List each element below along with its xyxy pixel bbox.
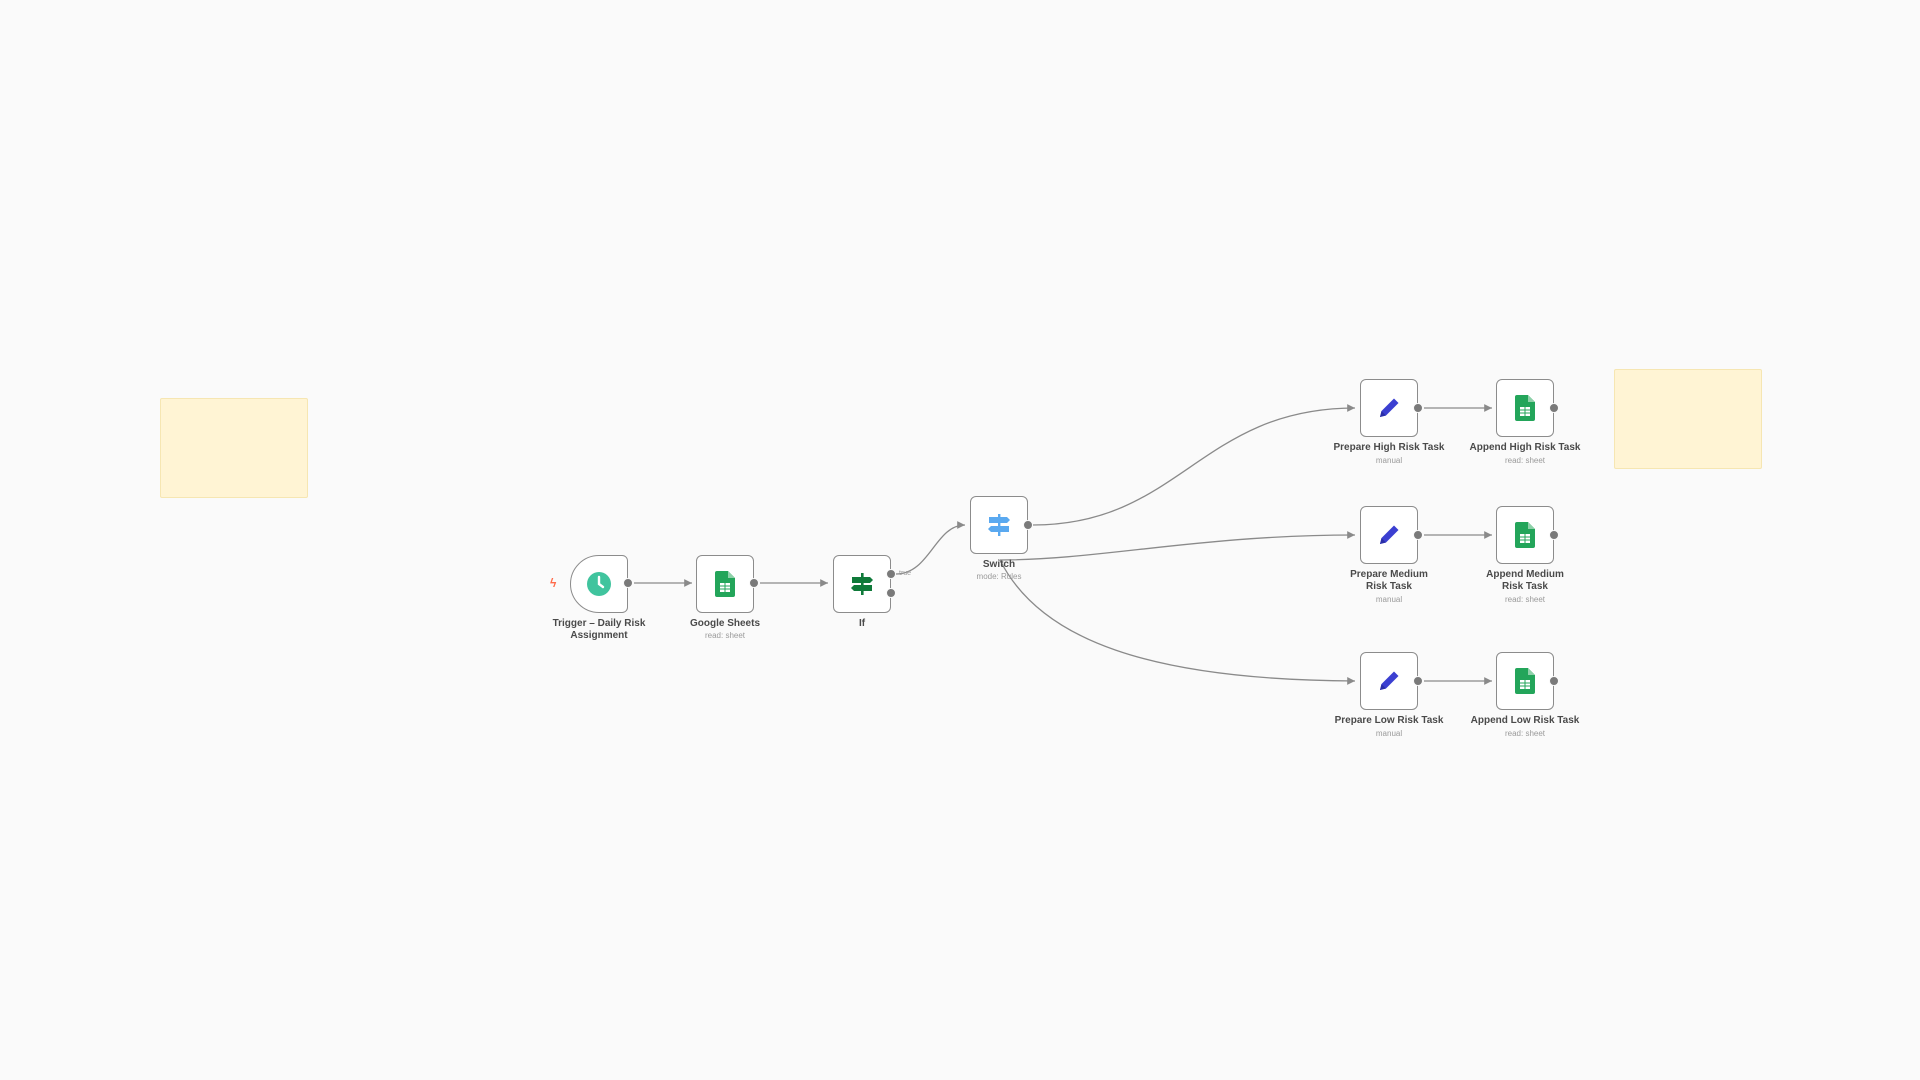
pencil-icon — [1374, 666, 1404, 696]
node-trigger-label: Trigger – Daily Risk Assignment — [552, 618, 646, 641]
node-prepare-low-risk-task[interactable] — [1360, 652, 1418, 710]
edge-switch-to-prepare-medium[interactable] — [999, 531, 1356, 561]
append-low-output-handle[interactable] — [1549, 676, 1559, 686]
node-google-sheets-label: Google Sheets — [689, 618, 760, 629]
if-true-port-label: true — [899, 570, 912, 577]
prepare-low-output-handle[interactable] — [1413, 676, 1423, 686]
prepare-medium-output-handle[interactable] — [1413, 530, 1423, 540]
node-append-low-label: Append Low Risk Task — [1470, 715, 1580, 726]
trigger-bolt-icon: ϟ — [550, 576, 557, 590]
node-if[interactable] — [833, 555, 891, 613]
node-switch-subtitle: mode: Rules — [976, 572, 1022, 581]
node-prepare-medium-subtitle: manual — [1375, 595, 1403, 604]
node-prepare-high-subtitle: manual — [1375, 456, 1403, 465]
node-if-label: If — [858, 618, 866, 629]
signpost-icon — [847, 569, 877, 599]
node-google-sheets[interactable] — [696, 555, 754, 613]
switch-output-handle[interactable] — [1023, 520, 1033, 530]
node-append-medium-label: Append Medium Risk Task — [1486, 569, 1564, 592]
pencil-icon — [1374, 393, 1404, 423]
node-google-sheets-subtitle: read: sheet — [704, 631, 746, 640]
if-true-output-handle[interactable] — [886, 569, 896, 579]
sticky-note-right[interactable] — [1614, 369, 1762, 469]
google-sheets-icon — [1510, 393, 1540, 423]
node-append-high-label: Append High Risk Task — [1469, 442, 1581, 453]
google-sheets-icon — [1510, 666, 1540, 696]
edge-switch-to-prepare-high[interactable] — [1032, 404, 1356, 526]
edge-if-to-switch[interactable] — [895, 521, 966, 575]
edge-switch-to-prepare-low[interactable] — [999, 559, 1356, 685]
switch-icon — [984, 510, 1014, 540]
pencil-icon — [1374, 520, 1404, 550]
node-switch[interactable] — [970, 496, 1028, 554]
clock-icon — [584, 569, 614, 599]
node-append-medium-subtitle: read: sheet — [1504, 595, 1546, 604]
node-prepare-low-subtitle: manual — [1375, 729, 1403, 738]
node-prepare-medium-label: Prepare Medium Risk Task — [1350, 569, 1428, 592]
node-append-high-subtitle: read: sheet — [1504, 456, 1546, 465]
sheets-output-handle[interactable] — [749, 578, 759, 588]
if-false-output-handle[interactable] — [886, 588, 896, 598]
node-prepare-high-label: Prepare High Risk Task — [1333, 442, 1445, 453]
node-append-low-risk-task[interactable] — [1496, 652, 1554, 710]
node-trigger[interactable] — [570, 555, 628, 613]
append-high-output-handle[interactable] — [1549, 403, 1559, 413]
append-medium-output-handle[interactable] — [1549, 530, 1559, 540]
node-prepare-high-risk-task[interactable] — [1360, 379, 1418, 437]
prepare-high-output-handle[interactable] — [1413, 403, 1423, 413]
node-append-medium-risk-task[interactable] — [1496, 506, 1554, 564]
node-prepare-low-label: Prepare Low Risk Task — [1334, 715, 1444, 726]
node-prepare-medium-risk-task[interactable] — [1360, 506, 1418, 564]
sticky-note-left[interactable] — [160, 398, 308, 498]
node-append-low-subtitle: read: sheet — [1504, 729, 1546, 738]
node-append-high-risk-task[interactable] — [1496, 379, 1554, 437]
node-switch-label: Switch — [982, 559, 1016, 570]
google-sheets-icon — [1510, 520, 1540, 550]
google-sheets-icon — [710, 569, 740, 599]
trigger-output-handle[interactable] — [623, 578, 633, 588]
